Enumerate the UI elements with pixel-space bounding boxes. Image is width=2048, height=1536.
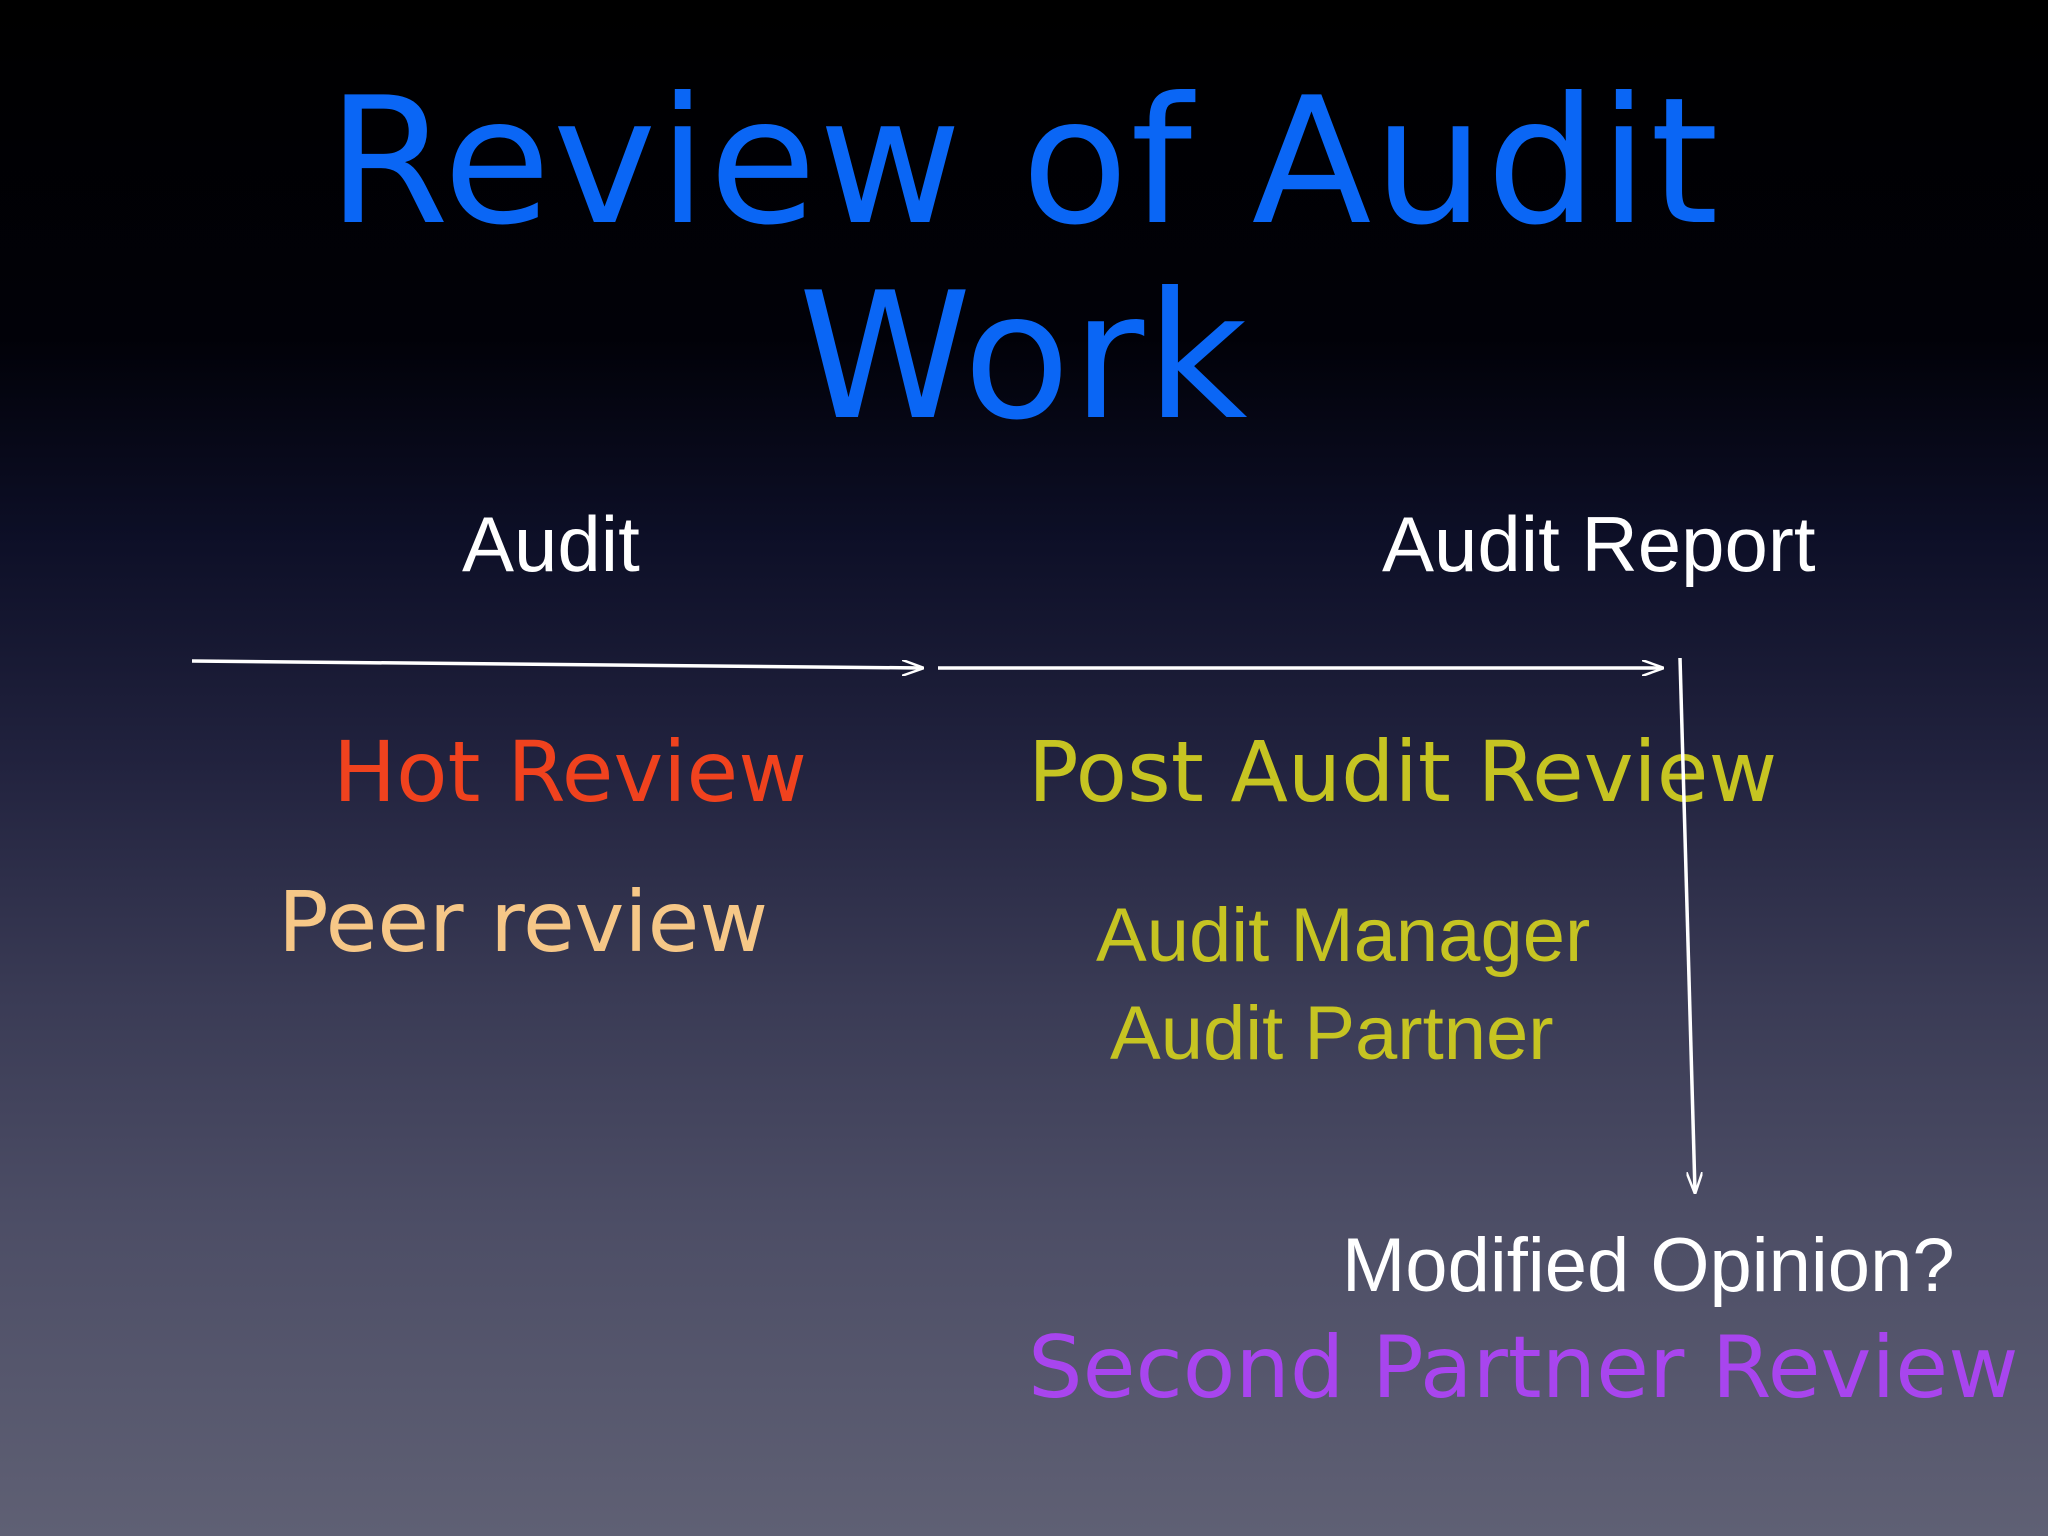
audit-report-label: Audit Report — [1382, 500, 1816, 588]
audit-label: Audit — [462, 500, 640, 588]
audit-partner-label: Audit Partner — [1110, 991, 1554, 1076]
peer-review-label: Peer review — [278, 873, 769, 971]
second-partner-review-label: Second Partner Review — [1028, 1318, 2019, 1418]
post-audit-review-label: Post Audit Review — [1028, 723, 1778, 821]
arrow-audit-to-midpoint — [191, 659, 922, 668]
title-line-1: Review of Audit — [327, 61, 1721, 264]
title-line-2: Work — [798, 256, 1250, 459]
audit-manager-label: Audit Manager — [1096, 893, 1591, 978]
arrow-report-to-modified-opinion — [1678, 657, 1695, 1192]
slide-title: Review of Audit Work — [0, 65, 2048, 455]
modified-opinion-label: Modified Opinion? — [1342, 1223, 1955, 1308]
hot-review-label: Hot Review — [333, 723, 807, 821]
